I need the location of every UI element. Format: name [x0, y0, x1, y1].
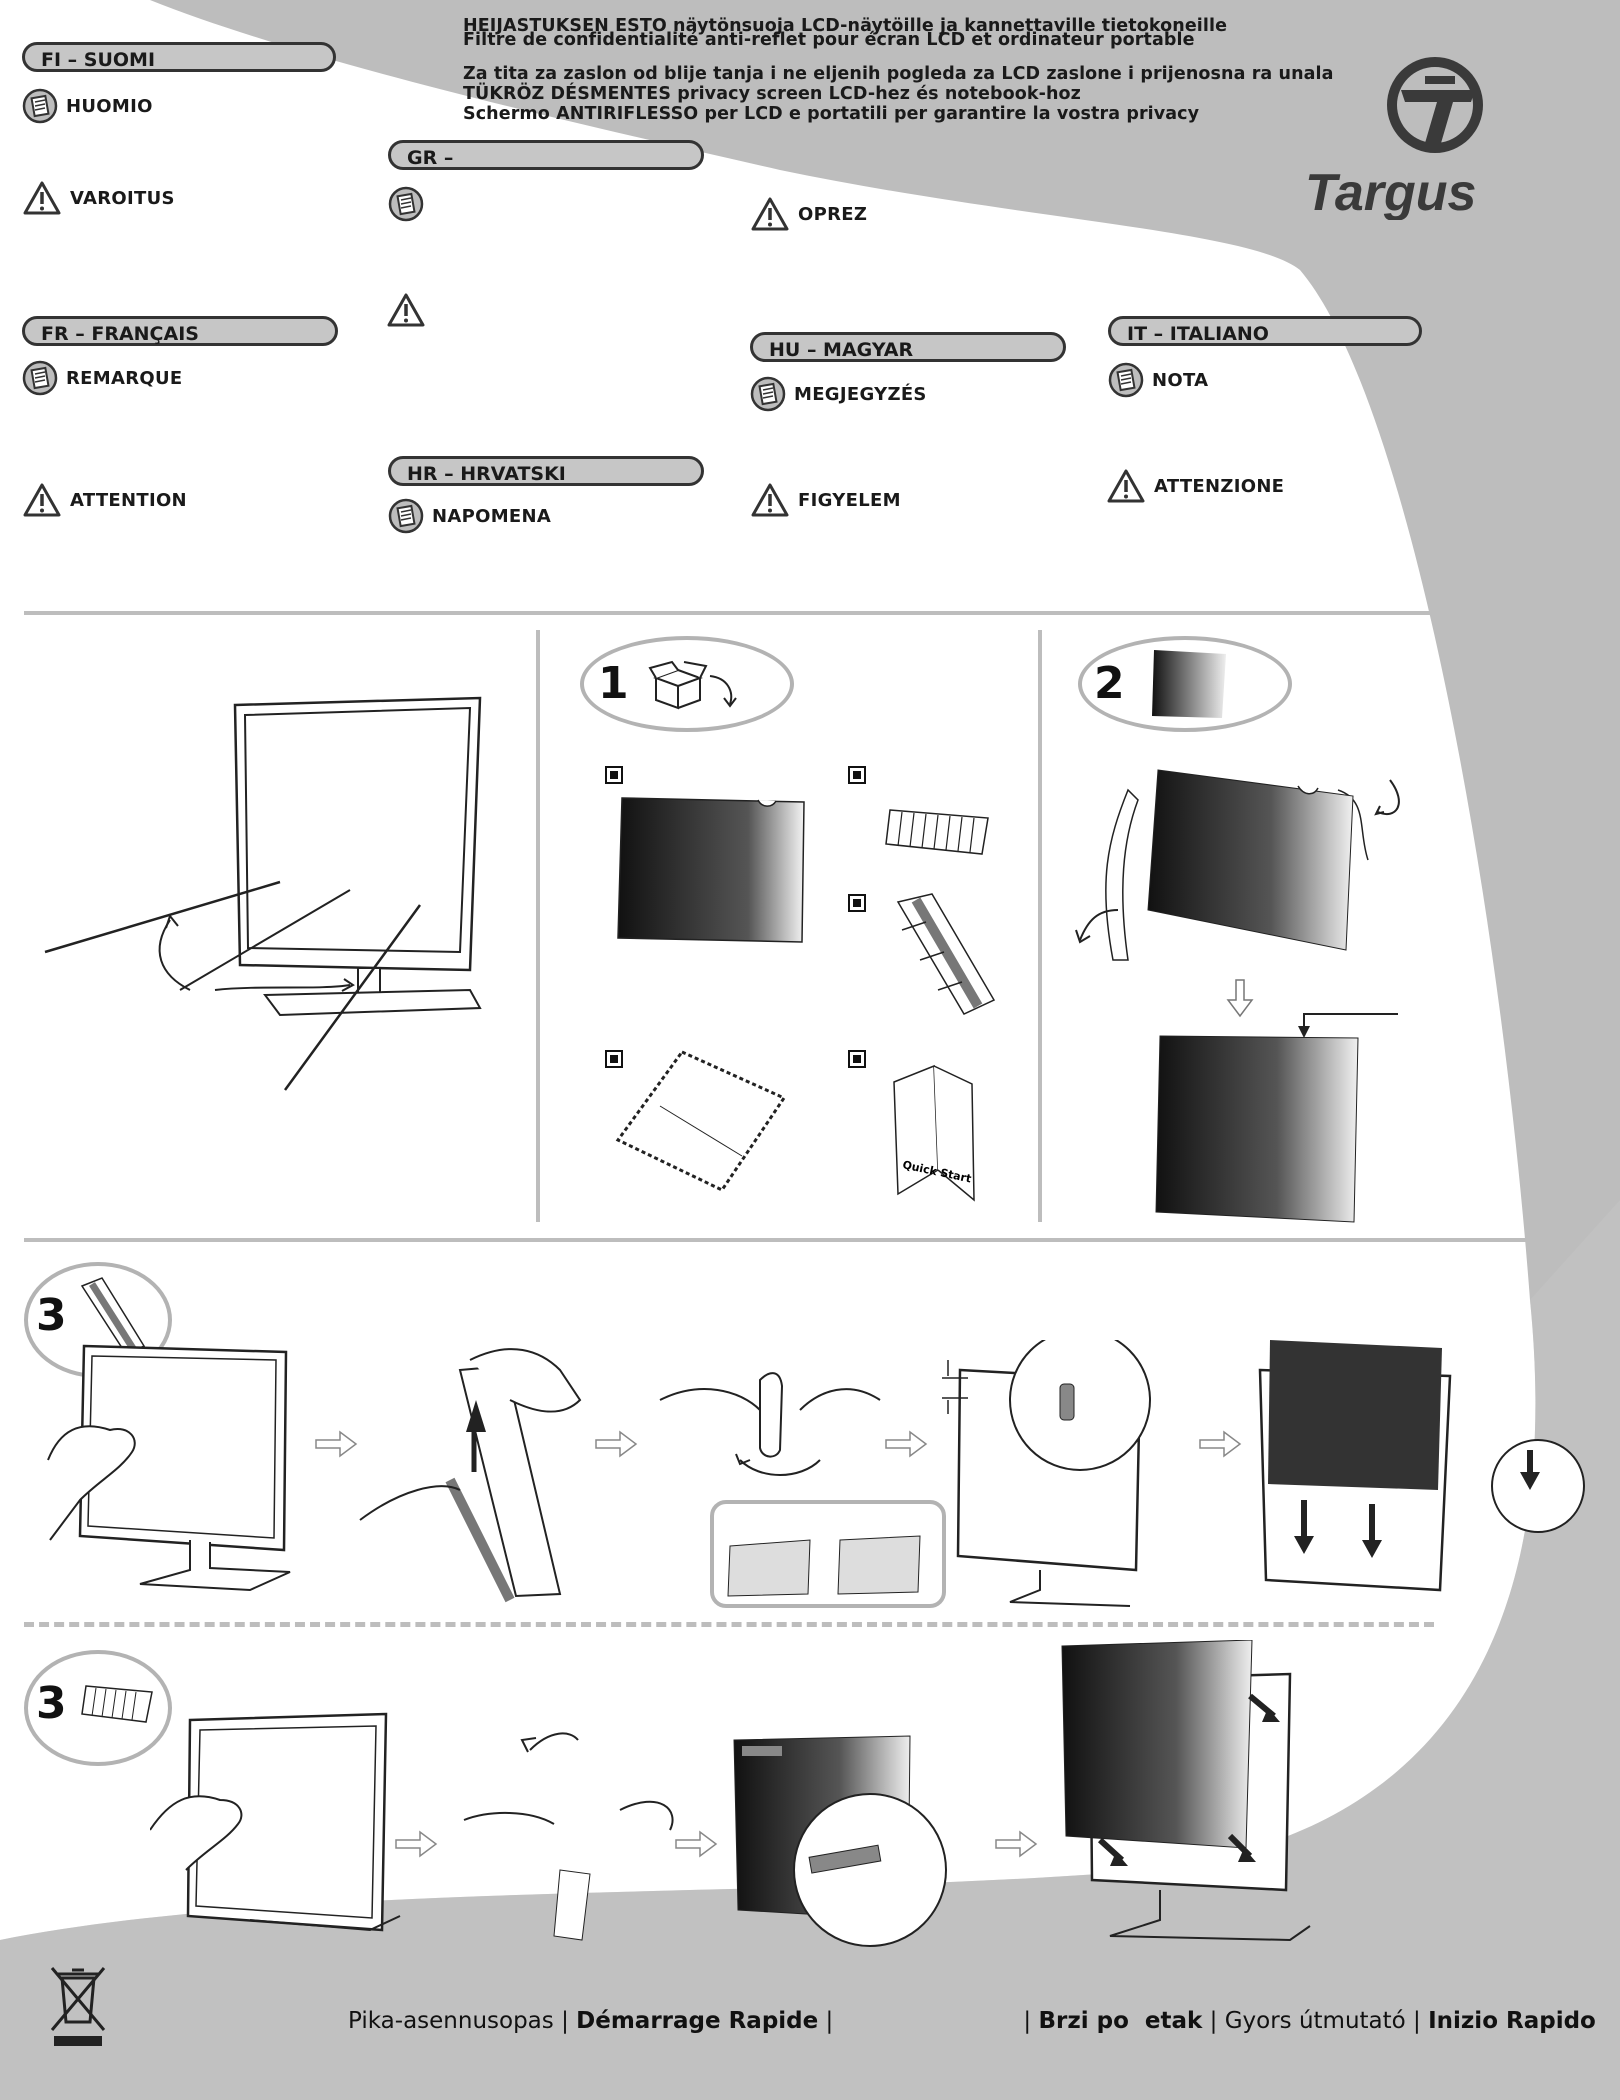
fi-warn-label: VAROITUS — [70, 187, 175, 209]
targus-logo: Targus — [1305, 57, 1483, 220]
fi-warn-row: VAROITUS — [22, 180, 175, 216]
fi-note-row: HUOMIO — [22, 88, 153, 124]
note-icon — [750, 376, 786, 412]
it-warn-row: ATTENZIONE — [1106, 468, 1284, 504]
checkbox-cloth — [605, 1050, 623, 1068]
fr-note-row: REMARQUE — [22, 360, 182, 396]
hu-note-label: MEGJEGYZÉS — [794, 383, 927, 405]
divider-col-2 — [1038, 630, 1042, 1222]
header-title-hu: TÜKRÖZ DÉSMENTES privacy screen LCD-hez … — [463, 84, 1081, 104]
divider-top — [24, 611, 1474, 615]
filter-thumbnail-icon — [1152, 650, 1226, 718]
cleaning-cloth-image — [615, 1050, 787, 1192]
step-3b-number: 3 — [36, 1678, 67, 1729]
fr-warn-label: ATTENTION — [70, 489, 187, 511]
it-warn-label: ATTENZIONE — [1154, 475, 1285, 497]
step-1-number: 1 — [598, 658, 629, 709]
header-title-it: Schermo ANTIRIFLESSO per LCD e portatili… — [463, 104, 1200, 124]
footer-sep: | — [1023, 2008, 1039, 2034]
hu-warn-row: FIGYELEM — [750, 482, 901, 518]
checkbox-guide — [848, 1050, 866, 1068]
header-title-fr: Filtre de confidentialité anti-reflet po… — [463, 30, 1195, 50]
note-icon — [22, 360, 58, 396]
footer-it: Inizio Rapido — [1428, 2008, 1596, 2034]
oprez-warn-row: OPREZ — [750, 196, 867, 232]
tab-gr: GR – — [388, 140, 704, 170]
fr-warn-row: ATTENTION — [22, 482, 187, 518]
note-icon — [388, 498, 424, 534]
footer-sep: | — [553, 2008, 577, 2034]
mounting-tabs-image — [896, 893, 996, 1015]
adhesive-strips-image — [885, 809, 989, 855]
fr-note-label: REMARQUE — [66, 367, 183, 389]
weee-disposal-icon — [50, 1967, 106, 2046]
footer-hu: Gyors útmutató — [1224, 2008, 1406, 2034]
hu-note-row: MEGJEGYZÉS — [750, 376, 927, 412]
step-1-badge — [580, 636, 794, 732]
note-icon — [1108, 362, 1144, 398]
gr-note-icon — [388, 186, 424, 222]
note-icon — [22, 88, 58, 124]
footer-fr: Démarrage Rapide — [576, 2008, 819, 2034]
warning-icon — [1107, 469, 1145, 503]
checkbox-tabs — [848, 894, 866, 912]
fi-note-label: HUOMIO — [66, 95, 153, 117]
footer-sep: | — [1202, 2008, 1225, 2034]
divider-mid — [24, 1238, 1526, 1242]
tab-fr: FR – FRANÇAIS — [22, 316, 338, 346]
monitor-viewing-angle-illustration — [44, 696, 482, 1091]
step-3a-number: 3 — [36, 1290, 67, 1341]
tabs-thumbnail-icon — [80, 1277, 146, 1355]
divider-dashed — [24, 1622, 1434, 1627]
hr-note-row: NAPOMENA — [388, 498, 551, 534]
warning-icon — [751, 197, 789, 231]
warning-icon — [23, 483, 61, 517]
gr-warning-icon — [387, 293, 425, 327]
footer-fi: Pika-asennusopas — [348, 2008, 554, 2034]
hu-warn-label: FIGYELEM — [798, 489, 901, 511]
footer-sep: | — [1405, 2008, 1429, 2034]
oprez-warn-label: OPREZ — [798, 203, 868, 225]
hr-note-label: NAPOMENA — [432, 505, 552, 527]
tab-it: IT – ITALIANO — [1108, 316, 1422, 346]
warning-icon — [751, 483, 789, 517]
footer-gap — [833, 2008, 1023, 2034]
footer-sep: | — [818, 2008, 834, 2034]
strip-installation-sequence — [150, 1640, 1311, 1947]
tab-fi: FI – SUOMI — [22, 42, 336, 72]
checkbox-strips — [848, 766, 866, 784]
tab-installation-sequence — [47, 1340, 1585, 1608]
brand-wordmark: Targus — [1305, 164, 1476, 220]
checkbox-filter — [605, 766, 623, 784]
step-2-number: 2 — [1094, 658, 1125, 709]
footer-hr: Brzi po etak — [1038, 2008, 1203, 2034]
header-title-hr: Za tita za zaslon od blije tanja i ne el… — [463, 64, 1334, 84]
it-note-row: NOTA — [1108, 362, 1208, 398]
it-note-label: NOTA — [1152, 369, 1209, 391]
footer-quick-start-titles: Pika-asennusopas | Démarrage Rapide | | … — [348, 2008, 1596, 2034]
peel-protective-film-illustration — [1075, 769, 1400, 1223]
tab-hr: HR – HRVATSKI — [388, 456, 704, 486]
header-title-fi: HEIJASTUKSEN ESTO näytönsuoja LCD-näytöi… — [463, 16, 1228, 36]
strips-thumbnail-icon — [81, 1685, 153, 1723]
privacy-filter-image — [617, 797, 805, 943]
warning-icon — [23, 181, 61, 215]
quick-start-guide-image: Quick Start — [893, 1064, 975, 1202]
open-box-icon — [648, 660, 737, 710]
tab-hu: HU – MAGYAR — [750, 332, 1066, 362]
divider-col-1 — [536, 630, 540, 1222]
